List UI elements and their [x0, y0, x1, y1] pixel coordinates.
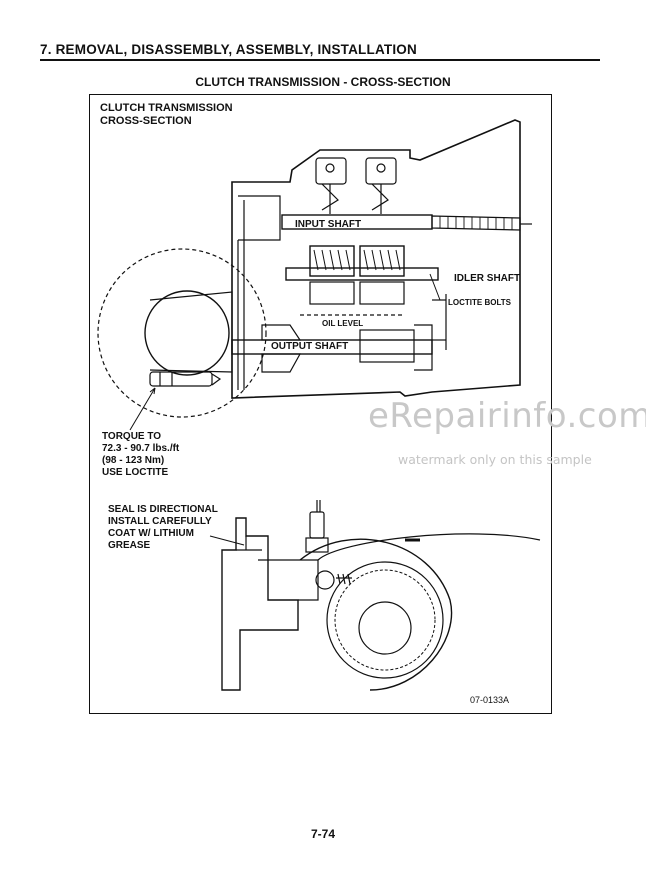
label-loctite-bolts: LOCTITE BOLTS: [448, 298, 511, 307]
label-idler-shaft: IDLER SHAFT: [454, 273, 521, 284]
watermark: eRepairinfo.com: [368, 396, 646, 436]
gear-inner: [358, 601, 412, 655]
torque-note-line: (98 - 123 Nm): [102, 455, 165, 466]
seal-housing: [221, 517, 299, 691]
figure-caption: CLUTCH TRANSMISSION - CROSS-SECTION: [195, 75, 451, 89]
label-output-shaft: OUTPUT SHAFT: [271, 341, 349, 352]
gear-outer: [326, 561, 444, 679]
figure-code: 07-0133A: [470, 695, 510, 705]
wheel-hub: [144, 290, 230, 376]
gear-teeth: [334, 569, 436, 671]
figure-title-line: CLUTCH TRANSMISSION: [100, 102, 233, 114]
torque-note-line: USE LOCTITE: [102, 467, 169, 478]
label-input-shaft: INPUT SHAFT: [295, 219, 362, 230]
idler-shaft: [285, 267, 439, 281]
seal-note-line: COAT W/ LITHIUM: [108, 528, 194, 539]
torque-note-line: TORQUE TO: [102, 431, 162, 442]
watermark-subtext: watermark only on this sample: [398, 452, 592, 467]
dashed-wheel-outline: [97, 248, 267, 418]
torque-note: TORQUE TO 72.3 - 90.7 lbs./ft (98 - 123 …: [102, 431, 179, 479]
seal-note-line: GREASE: [108, 540, 151, 551]
torque-leader: [129, 387, 156, 431]
housing-outline: [231, 119, 521, 399]
seal-note: SEAL IS DIRECTIONAL INSTALL CAREFULLY CO…: [108, 504, 218, 552]
section-header: 7. REMOVAL, DISASSEMBLY, ASSEMBLY, INSTA…: [40, 42, 600, 61]
figure-title: CLUTCH TRANSMISSION CROSS-SECTION: [100, 102, 233, 128]
input-shaft-spline: [431, 215, 521, 231]
figure-frame: [89, 94, 552, 714]
seal-note-line: INSTALL CAREFULLY: [108, 516, 212, 527]
seal-leader: [209, 535, 245, 546]
label-oil-level: OIL LEVEL: [322, 319, 364, 328]
figure-title-line: CROSS-SECTION: [100, 115, 192, 127]
seal-note-line: SEAL IS DIRECTIONAL: [108, 504, 218, 515]
torque-note-line: 72.3 - 90.7 lbs./ft: [102, 443, 180, 454]
torque-bolt: [149, 371, 213, 387]
page-number: 7-74: [310, 827, 336, 841]
